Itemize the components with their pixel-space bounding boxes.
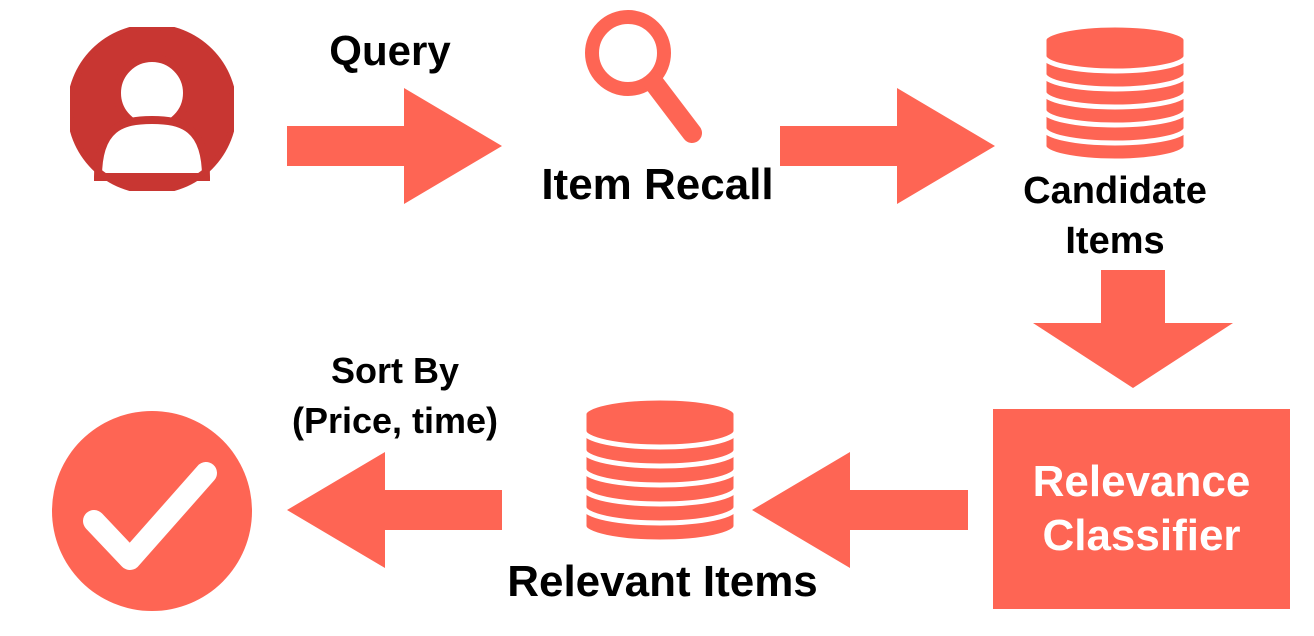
arrow-left-icon: [287, 452, 502, 568]
arrow-right-icon: [287, 88, 502, 204]
item-recall-label: Item Recall: [541, 160, 774, 209]
database-icon: [581, 395, 739, 545]
database-icon: [1041, 22, 1189, 164]
classifier-line2: Classifier: [1042, 511, 1241, 560]
relevance-classifier-box: Relevance Classifier: [993, 409, 1290, 609]
candidate-items-line1: Candidate: [1023, 170, 1207, 212]
arrow-left-icon: [752, 452, 968, 568]
sort-by-line2: (Price, time): [291, 400, 499, 441]
relevant-items-label: Relevant Items: [507, 557, 818, 606]
classifier-line1: Relevance: [1032, 457, 1251, 506]
arrow-right-icon: [780, 88, 995, 204]
user-avatar-icon: [70, 27, 234, 191]
sort-by-label: Sort By (Price, time): [270, 346, 520, 446]
query-label: Query: [329, 27, 451, 74]
magnifier-icon: [585, 10, 702, 143]
checkmark-circle-icon: [52, 411, 252, 611]
sort-by-line1: Sort By: [330, 350, 460, 391]
arrow-down-icon: [1033, 270, 1233, 388]
candidate-items-label: Candidate Items: [1000, 166, 1230, 266]
candidate-items-line2: Items: [1065, 220, 1165, 262]
